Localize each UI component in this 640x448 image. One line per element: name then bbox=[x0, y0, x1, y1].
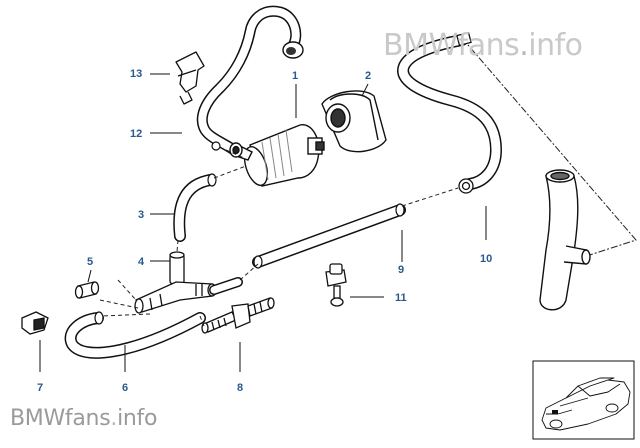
washer-filler-neck bbox=[539, 169, 591, 311]
long-hose-part-10 bbox=[397, 34, 502, 190]
callout-7: 7 bbox=[37, 382, 43, 394]
hose-coupling-part-10 bbox=[456, 31, 474, 194]
washer-pump-part-1 bbox=[229, 124, 325, 187]
watermark-bottom-brand: BMWfans bbox=[10, 406, 111, 431]
callout-5: 5 bbox=[87, 256, 93, 268]
callout-13: 13 bbox=[130, 68, 142, 80]
watermark-top: BMWfans.info bbox=[383, 28, 583, 63]
watermark-bottom-sep: . bbox=[110, 406, 118, 431]
watermark-top-brand: BMWfans bbox=[383, 28, 520, 63]
clip-part-7 bbox=[21, 311, 49, 335]
lower-hose-part-6 bbox=[64, 311, 206, 359]
callout-numbers: 1 2 13 12 3 4 5 7 6 8 9 10 11 bbox=[37, 68, 492, 394]
hose-piece-part-5 bbox=[74, 281, 100, 299]
car-highlight-marker bbox=[552, 410, 558, 414]
callout-1: 1 bbox=[292, 70, 298, 82]
check-valve-part-8 bbox=[201, 297, 275, 334]
watermark-bottom-tld: info bbox=[117, 406, 158, 431]
watermark-top-sep: . bbox=[519, 28, 529, 63]
callout-4: 4 bbox=[138, 256, 145, 268]
hose-end-connector bbox=[282, 41, 304, 59]
long-hose-part-9 bbox=[252, 203, 406, 269]
callout-11: 11 bbox=[395, 292, 407, 304]
callout-6: 6 bbox=[122, 382, 128, 394]
callout-8: 8 bbox=[237, 382, 243, 394]
grommet-part-2 bbox=[321, 90, 387, 153]
upper-hose-part-1 bbox=[196, 5, 302, 156]
car-outline-icon bbox=[541, 377, 631, 431]
watermark-bottom: BMWfans.info bbox=[10, 406, 157, 431]
short-hose-to-main bbox=[209, 277, 243, 295]
callout-12: 12 bbox=[130, 128, 142, 140]
hose-small-fitting bbox=[211, 141, 221, 151]
callout-10: 10 bbox=[480, 253, 492, 265]
clip-part-13 bbox=[175, 51, 205, 105]
washer-nozzle-part-11 bbox=[325, 263, 347, 307]
callout-2: 2 bbox=[365, 70, 371, 82]
callout-leader-lines bbox=[39, 73, 487, 372]
assembly-dashed-lines bbox=[99, 149, 459, 327]
dash-dot-connection-line bbox=[461, 37, 637, 263]
t-connector-part-4 bbox=[134, 251, 217, 314]
bent-hose-part-3 bbox=[173, 173, 217, 242]
car-thumbnail-frame bbox=[532, 360, 635, 440]
callout-3: 3 bbox=[138, 209, 144, 221]
car-thumbnail bbox=[532, 360, 635, 440]
callout-9: 9 bbox=[398, 264, 404, 276]
watermark-top-tld: info bbox=[528, 28, 583, 63]
